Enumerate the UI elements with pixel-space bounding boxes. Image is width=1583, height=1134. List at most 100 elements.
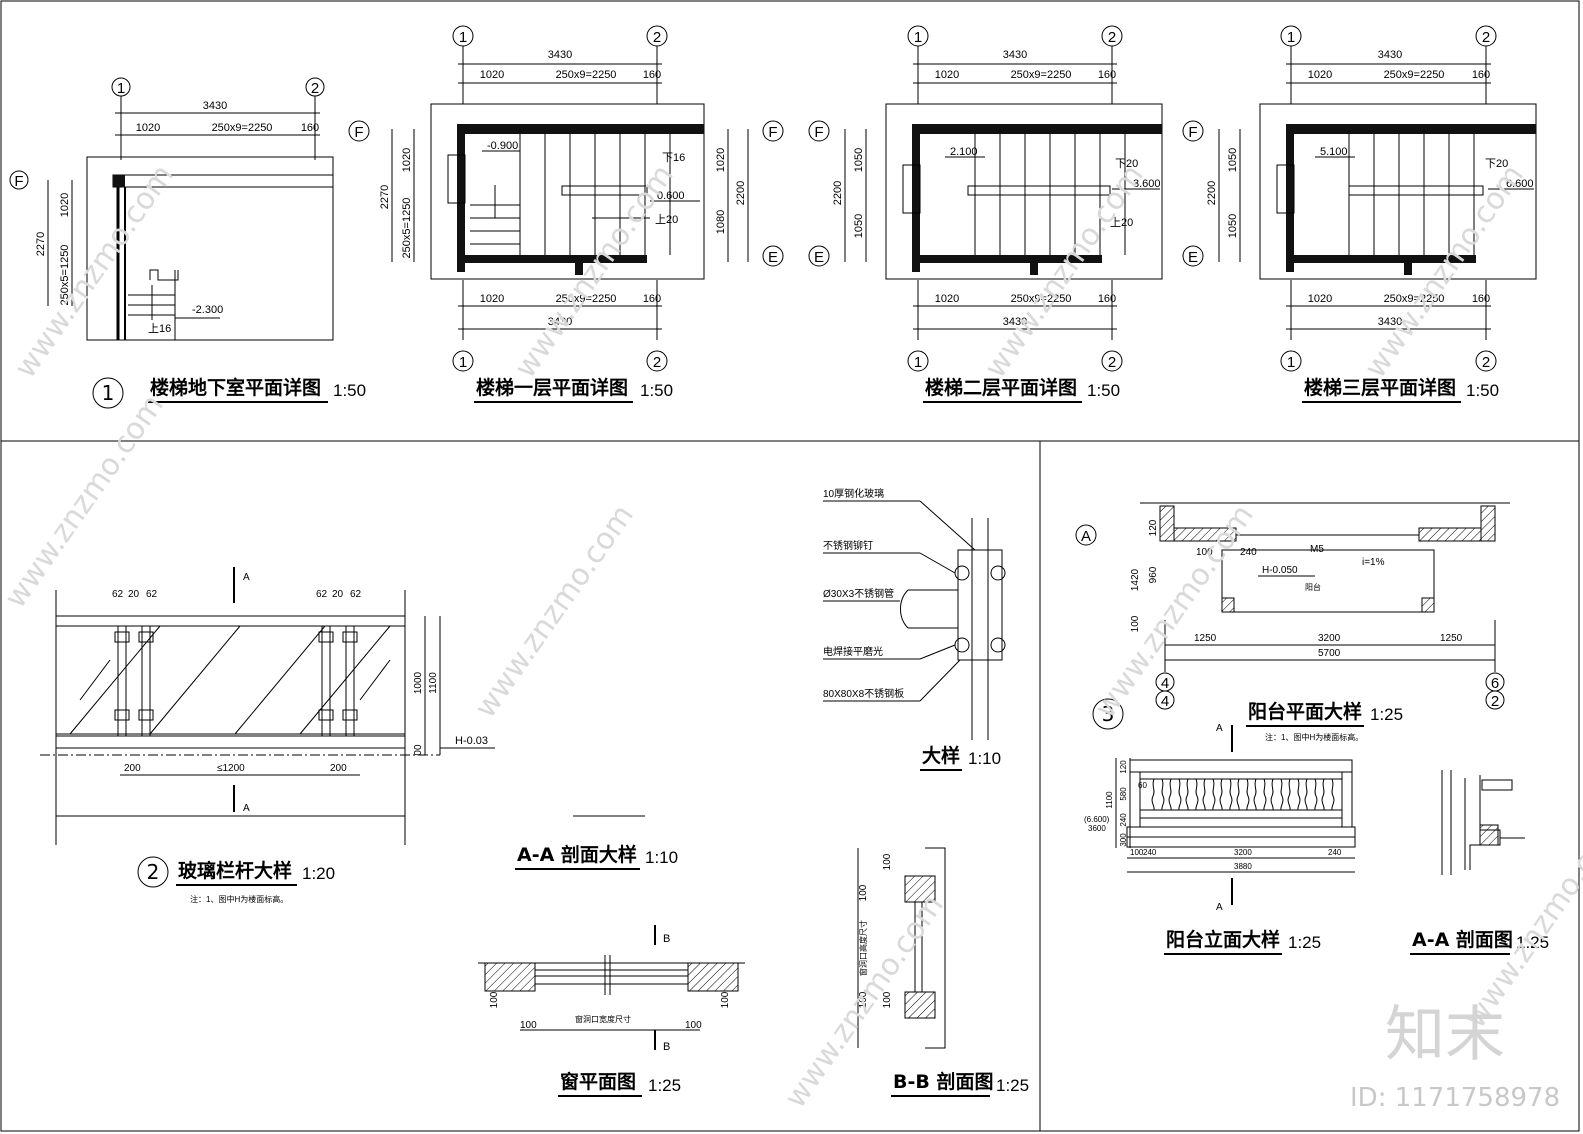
svg-text:1250: 1250 bbox=[1440, 633, 1463, 644]
svg-text:上16: 上16 bbox=[148, 322, 171, 335]
svg-text:1020: 1020 bbox=[136, 122, 160, 134]
svg-text:A-A 剖面大样: A-A 剖面大样 bbox=[517, 843, 637, 866]
svg-text:A: A bbox=[243, 803, 250, 814]
svg-text:240: 240 bbox=[1240, 547, 1257, 558]
svg-text:Ø30X3不锈钢管: Ø30X3不锈钢管 bbox=[823, 587, 894, 600]
svg-text:1020: 1020 bbox=[401, 148, 413, 172]
svg-text:1:10: 1:10 bbox=[645, 848, 678, 867]
svg-text:≤1200: ≤1200 bbox=[217, 763, 245, 774]
baluster bbox=[1219, 778, 1233, 811]
svg-text:www.znzmo.com: www.znzmo.com bbox=[978, 158, 1151, 384]
svg-text:1:25: 1:25 bbox=[996, 1076, 1029, 1095]
svg-text:1: 1 bbox=[1287, 354, 1295, 371]
svg-text:www.znzmo.com: www.znzmo.com bbox=[1358, 158, 1531, 384]
svg-text:580: 580 bbox=[1119, 787, 1128, 801]
aa-section-detail: A-A 剖面大样 1:10 bbox=[515, 815, 678, 870]
svg-text:3200: 3200 bbox=[1234, 848, 1252, 857]
svg-text:250x9=2250: 250x9=2250 bbox=[1011, 69, 1072, 81]
glass-railing-detail: A A 62 20 62 62 20 62 200 ≤1200 bbox=[40, 567, 495, 904]
svg-text:2200: 2200 bbox=[832, 181, 844, 205]
svg-text:玻璃栏杆大样: 玻璃栏杆大样 bbox=[178, 859, 292, 882]
svg-text:1020: 1020 bbox=[480, 69, 504, 81]
svg-text:上20: 上20 bbox=[655, 213, 678, 226]
watermarks: www.znzmo.com www.znzmo.com www.znzmo.co… bbox=[0, 158, 1583, 1114]
svg-text:2200: 2200 bbox=[735, 181, 747, 205]
svg-text:1: 1 bbox=[102, 381, 115, 405]
svg-text:www.znzmo.com: www.znzmo.com bbox=[468, 498, 641, 724]
svg-text:3430: 3430 bbox=[548, 49, 572, 61]
svg-text:1020: 1020 bbox=[480, 293, 504, 305]
baluster bbox=[1270, 778, 1284, 811]
svg-text:注：1、图中H为楼面标高。: 注：1、图中H为楼面标高。 bbox=[1265, 732, 1363, 742]
svg-text:3430: 3430 bbox=[1003, 316, 1027, 328]
svg-text:A: A bbox=[1216, 902, 1223, 913]
svg-text:62: 62 bbox=[350, 589, 362, 600]
svg-text:1: 1 bbox=[459, 354, 467, 371]
svg-text:1:25: 1:25 bbox=[1288, 933, 1321, 952]
svg-text:960: 960 bbox=[1148, 566, 1159, 583]
svg-text:F: F bbox=[814, 124, 823, 141]
svg-text:3200: 3200 bbox=[1318, 633, 1341, 644]
svg-text:62: 62 bbox=[146, 589, 158, 600]
svg-text:3.600: 3.600 bbox=[1133, 178, 1161, 190]
balcony-elevation-detail: A A 1100 580 240 300 120 (6.600) 3600 60… bbox=[1084, 723, 1356, 955]
svg-text:250x9=2250: 250x9=2250 bbox=[556, 69, 617, 81]
svg-text:160: 160 bbox=[1472, 293, 1490, 305]
svg-text:阳台: 阳台 bbox=[1305, 582, 1321, 592]
svg-text:100: 100 bbox=[685, 1020, 702, 1031]
svg-text:200: 200 bbox=[124, 763, 141, 774]
svg-text:大样: 大样 bbox=[922, 744, 960, 767]
svg-text:6: 6 bbox=[1491, 675, 1499, 692]
svg-text:3430: 3430 bbox=[1378, 316, 1402, 328]
svg-text:100: 100 bbox=[1130, 615, 1141, 632]
svg-text:F: F bbox=[1188, 124, 1197, 141]
svg-text:4: 4 bbox=[1161, 675, 1169, 692]
svg-text:20: 20 bbox=[128, 589, 140, 600]
svg-text:1080: 1080 bbox=[715, 210, 727, 234]
svg-text:100: 100 bbox=[858, 991, 869, 1008]
baluster bbox=[1287, 778, 1301, 811]
svg-text:100: 100 bbox=[489, 991, 500, 1008]
svg-text:120: 120 bbox=[1148, 519, 1159, 536]
svg-text:1100: 1100 bbox=[428, 672, 439, 694]
svg-text:3430: 3430 bbox=[1003, 49, 1027, 61]
svg-text:1:50: 1:50 bbox=[333, 381, 366, 400]
svg-text:4: 4 bbox=[1161, 693, 1169, 710]
svg-text:楼梯二层平面详图: 楼梯二层平面详图 bbox=[925, 376, 1077, 399]
svg-text:1020: 1020 bbox=[1308, 69, 1332, 81]
baluster bbox=[1253, 778, 1267, 811]
svg-text:120: 120 bbox=[1119, 760, 1128, 774]
svg-text:160: 160 bbox=[301, 122, 319, 134]
svg-text:2270: 2270 bbox=[35, 232, 47, 256]
svg-text:5700: 5700 bbox=[1318, 648, 1341, 659]
svg-text:240: 240 bbox=[1143, 848, 1157, 857]
svg-text:2: 2 bbox=[1482, 29, 1490, 46]
svg-text:240: 240 bbox=[1119, 813, 1128, 827]
svg-text:-0.900: -0.900 bbox=[487, 140, 518, 152]
svg-text:A: A bbox=[1081, 528, 1091, 545]
svg-text:5.100: 5.100 bbox=[1320, 146, 1348, 158]
baluster bbox=[1304, 778, 1318, 811]
svg-text:300: 300 bbox=[1119, 833, 1128, 847]
baluster bbox=[1321, 778, 1335, 811]
svg-text:1:50: 1:50 bbox=[1087, 381, 1120, 400]
svg-text:160: 160 bbox=[1472, 69, 1490, 81]
svg-text:B-B 剖面图: B-B 剖面图 bbox=[893, 1070, 993, 1093]
svg-text:1020: 1020 bbox=[59, 193, 71, 217]
svg-text:250x9=2250: 250x9=2250 bbox=[1384, 293, 1445, 305]
svg-text:80X80X8不锈钢板: 80X80X8不锈钢板 bbox=[823, 687, 904, 700]
svg-text:200: 200 bbox=[330, 763, 347, 774]
balcony-plan-detail: A 120 100 240 1420 960 100 M5 H-0.050 i=… bbox=[1075, 502, 1510, 742]
svg-text:下20: 下20 bbox=[1485, 158, 1508, 170]
baluster bbox=[1185, 778, 1199, 811]
svg-text:1050: 1050 bbox=[853, 148, 865, 172]
svg-text:F: F bbox=[354, 124, 363, 141]
svg-text:F: F bbox=[768, 124, 777, 141]
svg-text:100: 100 bbox=[882, 991, 893, 1008]
svg-text:62: 62 bbox=[112, 589, 124, 600]
svg-text:F: F bbox=[14, 173, 23, 190]
aa-section-2-detail: A-A 剖面图 1:25 bbox=[1410, 770, 1549, 955]
svg-text:1: 1 bbox=[914, 354, 922, 371]
